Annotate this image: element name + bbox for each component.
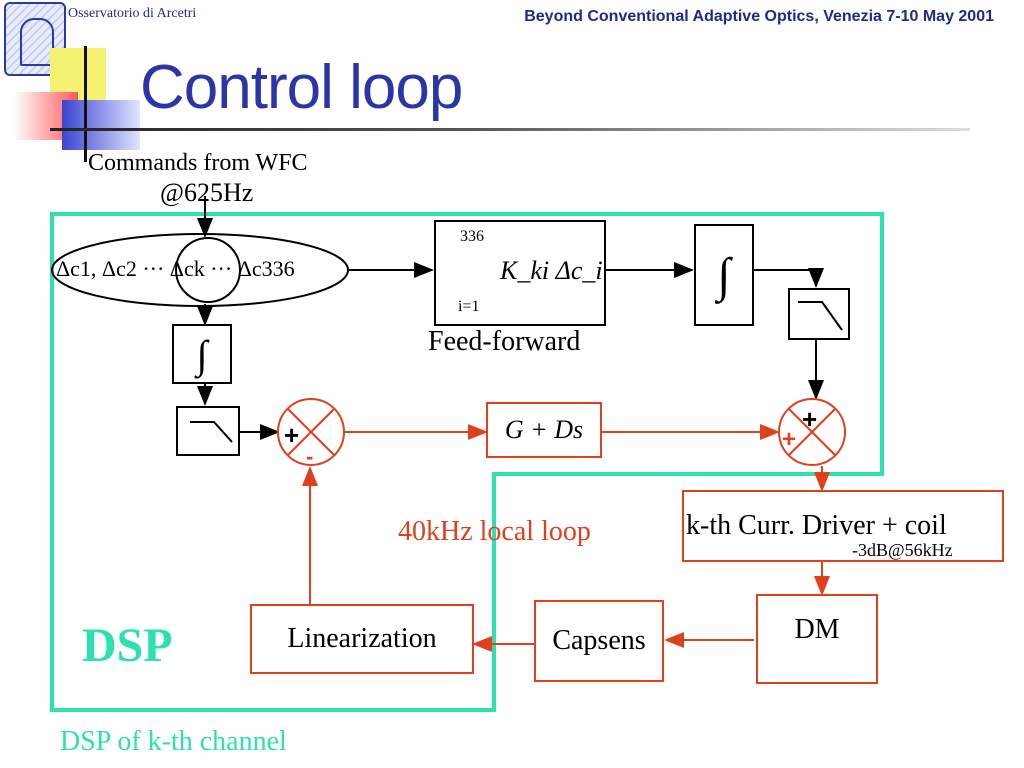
- linearization-block: Linearization: [250, 604, 474, 674]
- slide-caption: DSP of k-th channel: [60, 726, 287, 757]
- integrator-feedforward: ∫: [694, 224, 754, 326]
- kth-command-circle: [175, 237, 241, 303]
- sum-term: K_ki Δc_i: [500, 256, 603, 285]
- feedforward-block: [434, 220, 606, 326]
- title-underline: [50, 128, 970, 131]
- local-loop-label: 40kHz local loop: [398, 516, 591, 547]
- sum2-plus-top: +: [802, 404, 818, 434]
- sum-lower-limit: i=1: [458, 298, 480, 315]
- lowpass-1-glyph: [190, 421, 233, 443]
- dm-block: DM: [756, 594, 878, 684]
- slide-title: Control loop: [140, 53, 463, 122]
- feedforward-label: Feed-forward: [428, 326, 581, 357]
- current-driver-label: k-th Curr. Driver + coil: [686, 510, 947, 541]
- commands-vector: Δc1, Δc2 ··· Δck ··· Δc336: [56, 256, 295, 281]
- institution-logo: [4, 2, 66, 76]
- sum1-minus-sign: -: [306, 444, 314, 469]
- current-driver-block: [682, 490, 1004, 562]
- commands-ellipse: [51, 233, 349, 307]
- input-rate: @625Hz: [160, 178, 254, 207]
- capsens-block: Capsens: [534, 600, 664, 682]
- dsp-boundary: [50, 212, 884, 712]
- controller-block: G + Ds: [486, 402, 602, 458]
- input-label: Commands from WFC: [88, 150, 308, 176]
- institution-name: Osservatorio di Arcetri: [68, 6, 197, 21]
- sum-upper-limit: 336: [460, 228, 484, 245]
- lowpass-filter-1: [176, 406, 240, 456]
- conference-header: Beyond Conventional Adaptive Optics, Ven…: [524, 8, 994, 25]
- integrator-command: ∫: [172, 324, 232, 384]
- lowpass-filter-2: [788, 288, 850, 340]
- lowpass-2-glyph: [798, 301, 843, 331]
- dsp-label: DSP: [82, 619, 173, 672]
- decorative-blue-square: [62, 100, 140, 150]
- driver-bandwidth: -3dB@56kHz: [852, 540, 953, 560]
- decorative-vertical-rule: [84, 46, 87, 162]
- sum1-plus-sign: +: [284, 420, 300, 450]
- sum2-plus-left: +: [782, 426, 797, 453]
